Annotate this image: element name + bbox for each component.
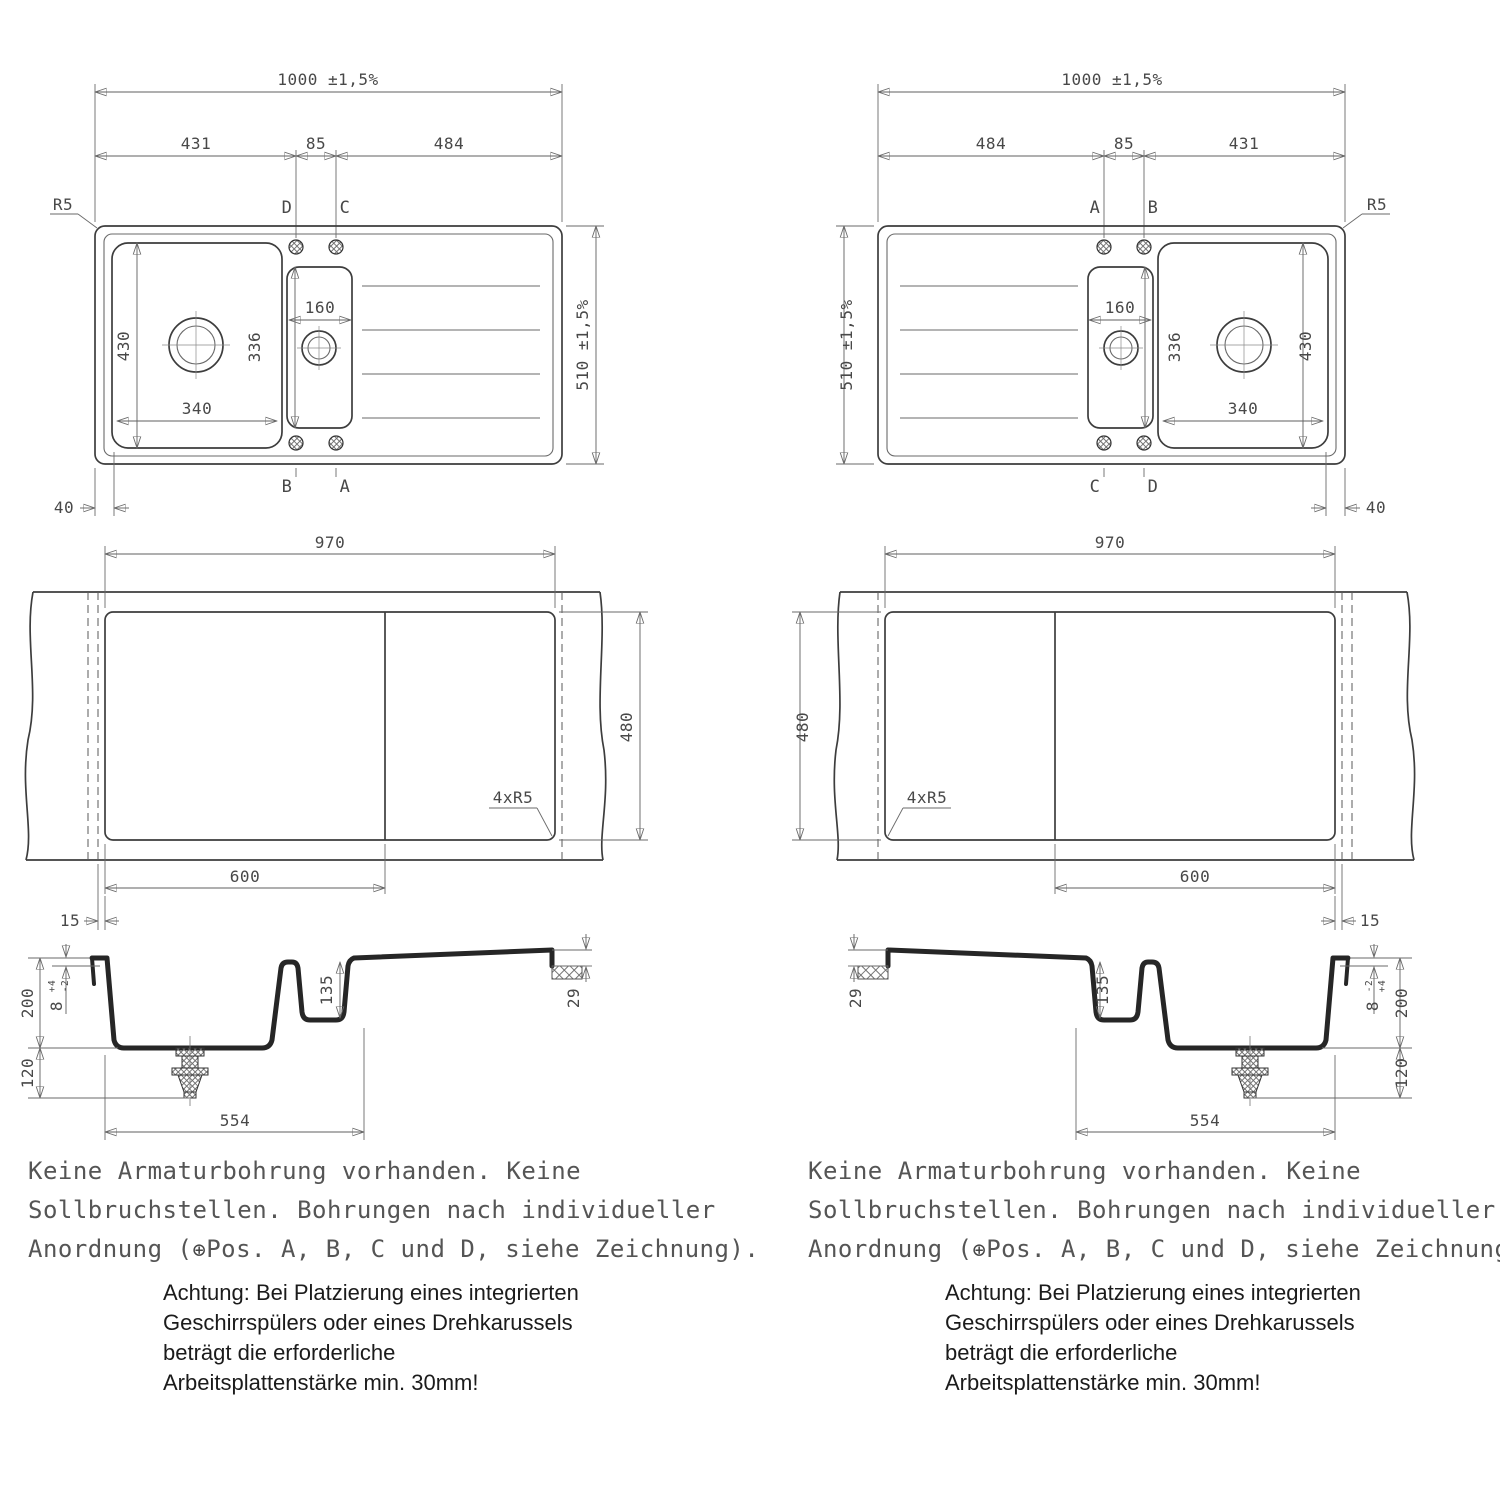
warning-note-left: Achtung: Bei Platzierung eines integrier… <box>163 1278 579 1398</box>
note-line-3-post: Pos. A, B, C und D, siehe Zeichnung). <box>206 1235 760 1263</box>
dim-cutout-width: 970 <box>315 533 345 552</box>
dim-corner-radius: R5 <box>1367 195 1387 214</box>
dim-cutout-depth: 480 <box>793 712 812 742</box>
dim-rim-height: 29 <box>564 988 583 1008</box>
dim-overall-width: 1000 ±1,5% <box>277 70 378 89</box>
note-line-2: Sollbruchstellen. Bohrungen nach individ… <box>808 1196 1496 1224</box>
dim-bowl-depth: 200 <box>18 988 37 1018</box>
warning-line-4: Arbeitsplattenstärke min. 30mm! <box>163 1370 479 1395</box>
dim-small-bowl-width: 160 <box>305 298 335 317</box>
dim-deck-tol-plus: +4 <box>1377 980 1388 992</box>
section-view-geometry-right <box>848 934 1412 1140</box>
warning-line-2: Geschirrspülers oder eines Drehkarussels <box>945 1310 1355 1335</box>
dim-seg-holes: 85 <box>1114 134 1134 153</box>
labels-left: 1000 ±1,5% 431 85 484 R5 D C 430 340 336… <box>18 70 636 1130</box>
hole-label-c: C <box>340 198 351 218</box>
dim-bowl-length: 430 <box>1296 331 1315 361</box>
dim-small-bowl-length: 336 <box>245 332 264 362</box>
note-line-1: Keine Armaturbohrung vorhanden. Keine <box>808 1157 1362 1185</box>
dim-corner-radius: R5 <box>53 195 73 214</box>
note-line-3-pre: Anordnung ( <box>28 1235 193 1263</box>
dim-seg-drain: 484 <box>976 134 1006 153</box>
dim-overall-width: 1000 ±1,5% <box>1061 70 1162 89</box>
hole-label-a: A <box>340 477 351 497</box>
dim-cutout-width: 970 <box>1095 533 1125 552</box>
dim-seg-bowl: 431 <box>181 134 211 153</box>
dim-rim-offset: 40 <box>54 498 74 517</box>
hole-label-b: B <box>282 477 293 497</box>
dim-small-bowl-width: 160 <box>1105 298 1135 317</box>
warning-line-3: beträgt die erforderliche <box>945 1340 1178 1365</box>
note-line-3-post: Pos. A, B, C und D, siehe Zeichnung). <box>986 1235 1500 1263</box>
dim-overall-depth: 510 ±1,5% <box>573 299 592 390</box>
hole-label-d: D <box>1148 477 1159 497</box>
dim-small-bowl-depth: 135 <box>1093 975 1112 1005</box>
warning-line-1: Achtung: Bei Platzierung eines integrier… <box>163 1280 579 1305</box>
hole-label-b: B <box>1148 198 1159 218</box>
hole-label-d: D <box>282 198 293 218</box>
hole-label-a: A <box>1090 198 1101 218</box>
dim-small-bowl-length: 336 <box>1165 332 1184 362</box>
dim-bowl-width: 340 <box>182 399 212 418</box>
hole-label-c: C <box>1090 477 1101 497</box>
drilling-note-right: Keine Armaturbohrung vorhanden. Keine So… <box>808 1152 1500 1270</box>
dim-bowl-unit-width: 554 <box>1190 1111 1220 1130</box>
labels-right: 1000 ±1,5% 484 85 431 R5 A B 430 340 336… <box>793 70 1411 1130</box>
drilling-note-left: Keine Armaturbohrung vorhanden. Keine So… <box>28 1152 759 1270</box>
variant-right: 1000 ±1,5% 484 85 431 R5 A B 430 340 336… <box>792 70 1415 1140</box>
dim-cutout-bowl-span: 600 <box>230 867 260 886</box>
warning-note-right: Achtung: Bei Platzierung eines integrier… <box>945 1278 1361 1398</box>
dim-bowl-length: 430 <box>114 331 133 361</box>
note-line-3-pre: Anordnung ( <box>808 1235 973 1263</box>
note-line-1: Keine Armaturbohrung vorhanden. Keine <box>28 1157 582 1185</box>
dim-rim-height: 29 <box>846 988 865 1008</box>
note-line-3: Anordnung (⊕Pos. A, B, C und D, siehe Ze… <box>808 1230 1500 1270</box>
dim-cutout-edge-gap: 15 <box>60 911 80 930</box>
dim-cutout-bowl-span: 600 <box>1180 867 1210 886</box>
dim-deck-tol-minus: -2 <box>1364 980 1375 992</box>
dim-seg-drain: 484 <box>434 134 464 153</box>
dim-drain-height: 120 <box>18 1058 37 1088</box>
dim-deck-tol-minus: -2 <box>60 980 71 992</box>
dim-small-bowl-depth: 135 <box>317 975 336 1005</box>
dim-bowl-unit-width: 554 <box>220 1111 250 1130</box>
dim-cutout-depth: 480 <box>617 712 636 742</box>
cutout-view-geometry-left <box>25 546 648 930</box>
cutout-view-geometry-right <box>792 546 1415 930</box>
note-line-2: Sollbruchstellen. Bohrungen nach individ… <box>28 1196 716 1224</box>
hole-position-icon: ⊕ <box>192 1238 207 1263</box>
dim-cutout-edge-gap: 15 <box>1360 911 1380 930</box>
dim-cutout-corner-radius: 4xR5 <box>493 788 534 807</box>
dim-seg-holes: 85 <box>306 134 326 153</box>
dim-seg-bowl: 431 <box>1229 134 1259 153</box>
hole-position-icon: ⊕ <box>972 1238 987 1263</box>
dim-bowl-width: 340 <box>1228 399 1258 418</box>
warning-line-3: beträgt die erforderliche <box>163 1340 396 1365</box>
warning-line-1: Achtung: Bei Platzierung eines integrier… <box>945 1280 1361 1305</box>
dim-overall-depth: 510 ±1,5% <box>837 299 856 390</box>
warning-line-2: Geschirrspülers oder eines Drehkarussels <box>163 1310 573 1335</box>
dim-deck-tol-plus: +4 <box>47 980 58 992</box>
section-view-geometry-left <box>28 934 592 1140</box>
dim-bowl-depth: 200 <box>1392 988 1411 1018</box>
note-line-3: Anordnung (⊕Pos. A, B, C und D, siehe Ze… <box>28 1230 759 1270</box>
variant-left: 1000 ±1,5% 431 85 484 R5 D C 430 340 336… <box>18 70 648 1140</box>
warning-line-4: Arbeitsplattenstärke min. 30mm! <box>945 1370 1261 1395</box>
dim-drain-height: 120 <box>1392 1058 1411 1088</box>
dim-deck-thickness: 8 <box>47 1001 66 1011</box>
dim-deck-thickness: 8 <box>1363 1001 1382 1011</box>
dim-cutout-corner-radius: 4xR5 <box>907 788 948 807</box>
dim-rim-offset: 40 <box>1366 498 1386 517</box>
